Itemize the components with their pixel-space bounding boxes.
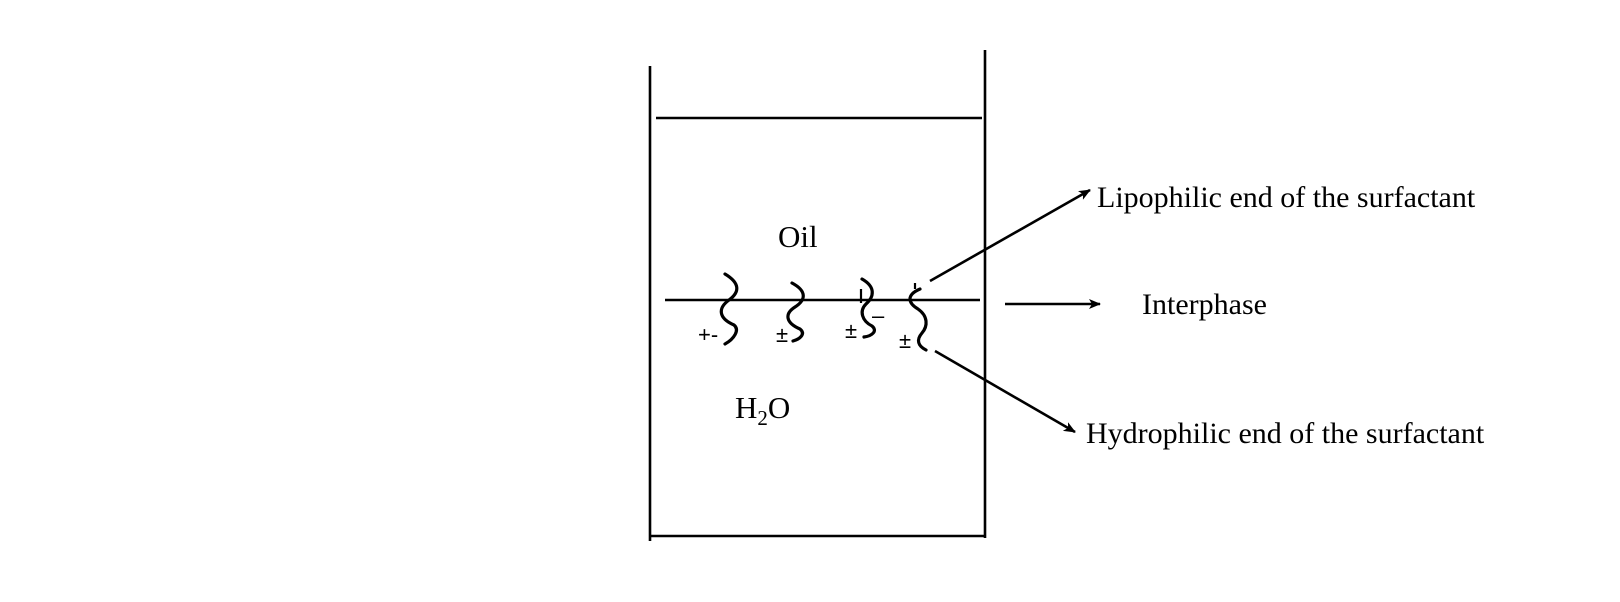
surfactant-tail-4 (908, 287, 928, 352)
charge-symbols: +- ± ± – ± (698, 303, 911, 353)
water-label-o: O (768, 390, 790, 425)
hydrophilic-label: Hydrophilic end of the surfactant (1086, 417, 1485, 450)
water-label: H2O (735, 390, 790, 430)
water-label-subscript: 2 (757, 406, 768, 430)
surfactant-tail-2 (786, 281, 805, 343)
charge-2: ± (776, 322, 788, 347)
hydrophilic-arrow (934, 349, 1076, 434)
surfactant-tail-1 (719, 272, 739, 346)
lipophilic-arrow (929, 188, 1091, 283)
surfactant-tail-3 (860, 277, 876, 339)
interphase-label: Interphase (1142, 288, 1267, 321)
charge-1: +- (698, 322, 718, 347)
water-label-h: H (735, 390, 757, 425)
lipophilic-label: Lipophilic end of the surfactant (1097, 181, 1476, 214)
beaker (648, 50, 987, 541)
charge-3-minus: – (872, 303, 885, 328)
surfactant-molecules (719, 272, 928, 352)
oil-label: Oil (778, 219, 818, 254)
charge-3: ± (845, 318, 857, 343)
charge-4: ± (899, 328, 911, 353)
